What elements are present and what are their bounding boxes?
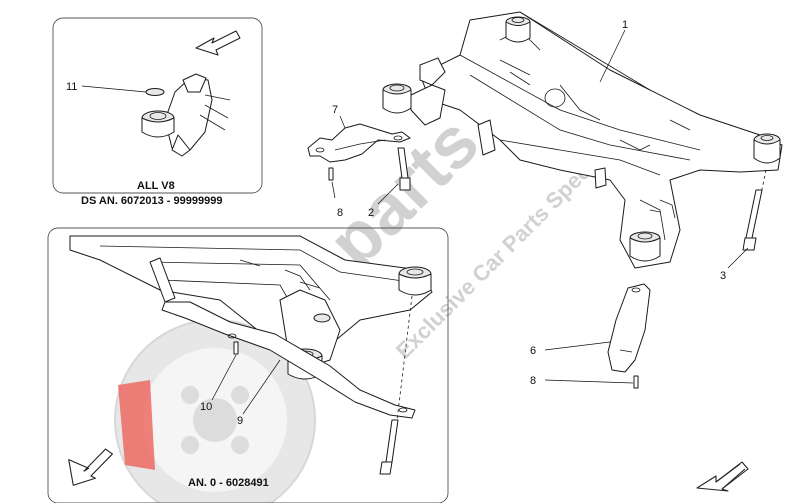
rear-subframe-part-1 [419, 11, 783, 269]
direction-arrow-icon [696, 461, 749, 492]
callout-1: 1 [622, 19, 628, 31]
inset-caption-line1: ALL V8 [137, 180, 175, 192]
inset-frame [47, 227, 449, 503]
inset-early-series: 10 9 AN. 0 - 6028491 [47, 227, 449, 503]
screw-part-8 [328, 167, 334, 181]
callout-11: 11 [66, 81, 77, 93]
inset-all-v8: 11 ALL V8 DS AN. 6072013 - 99999999 [52, 17, 263, 207]
callout-8: 8 [337, 207, 343, 219]
callout-9: 9 [237, 415, 243, 427]
mount-assembly [141, 73, 231, 157]
bushing-front-left [382, 57, 446, 126]
reinforcement-plate-9 [161, 301, 416, 419]
direction-arrow-icon [195, 30, 241, 56]
screw-part-8 [633, 375, 639, 389]
watermark-wheel-logo [114, 319, 316, 503]
screw-part-10 [233, 341, 239, 355]
inset-caption-line2: DS AN. 6072013 - 99999999 [81, 195, 222, 207]
callout-10: 10 [200, 401, 212, 413]
callout-3: 3 [720, 270, 726, 282]
callout-8: 8 [530, 375, 536, 387]
long-bolt-part-3 [742, 169, 767, 251]
bushing-right [398, 266, 432, 296]
bolt-part-2 [397, 147, 411, 191]
bushing-rear-left [629, 231, 661, 262]
callout-6: 6 [530, 345, 536, 357]
bushing-rear-right [753, 133, 781, 164]
callout-2: 2 [368, 207, 374, 219]
bracket-part-7 [307, 123, 411, 163]
inset-caption: AN. 0 - 6028491 [188, 477, 269, 489]
direction-arrow-icon [68, 448, 113, 486]
long-bolt [379, 295, 413, 475]
callout-7: 7 [332, 104, 338, 116]
main-subframe-assembly [382, 11, 783, 269]
reinforcement-plate-part-6 [607, 283, 651, 373]
inset-frame [52, 17, 263, 194]
bushing-front-right [505, 16, 531, 43]
washer-part-11 [145, 88, 165, 96]
